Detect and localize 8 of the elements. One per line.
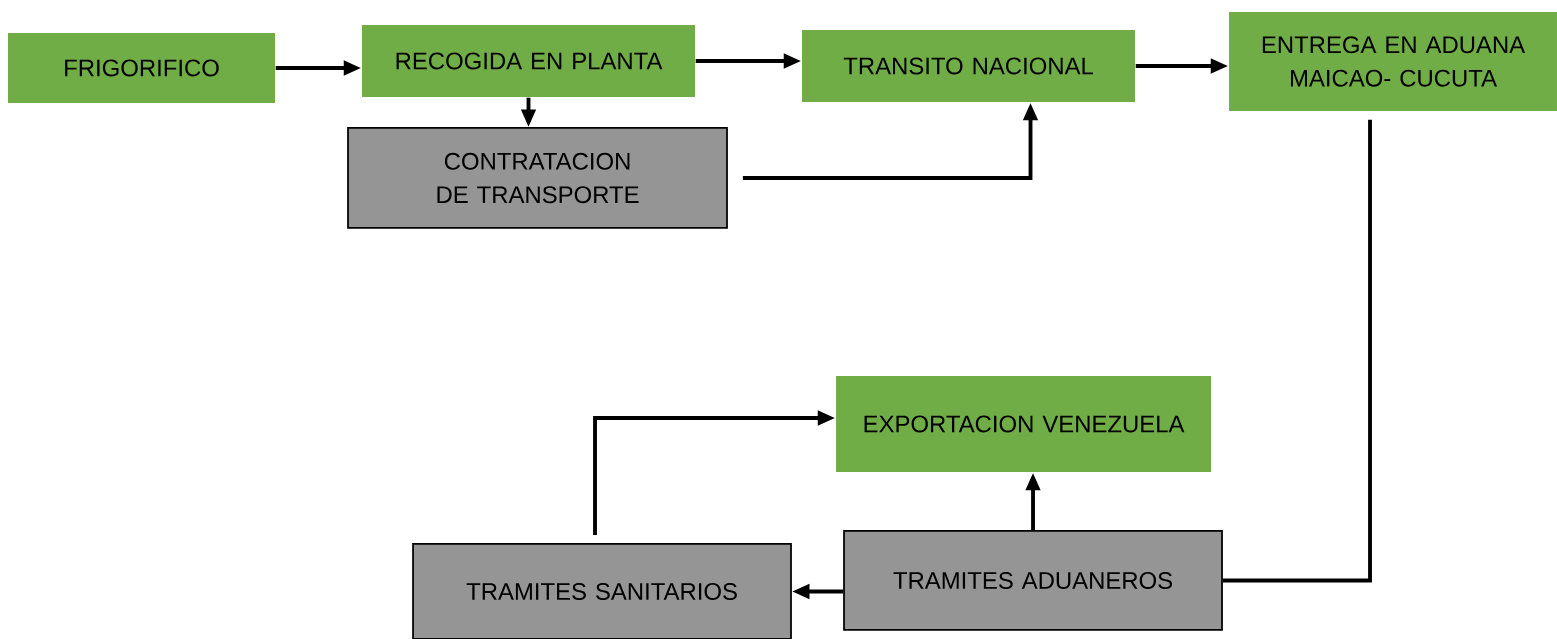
process-box: CONTRATACION DE TRANSPORTE [347, 127, 728, 229]
process-box: TRAMITES ADUANEROS [843, 530, 1223, 631]
process-box: ENTREGA EN ADUANA MAICAO- CUCUTA [1229, 12, 1557, 111]
process-box: TRAMITES SANITARIOS [412, 543, 792, 639]
process-box: EXPORTACION VENEZUELA [836, 376, 1212, 472]
process-box: RECOGIDA EN PLANTA [362, 25, 695, 97]
process-box: TRANSITO NACIONAL [802, 30, 1135, 102]
process-box: FRIGORIFICO [8, 33, 275, 103]
